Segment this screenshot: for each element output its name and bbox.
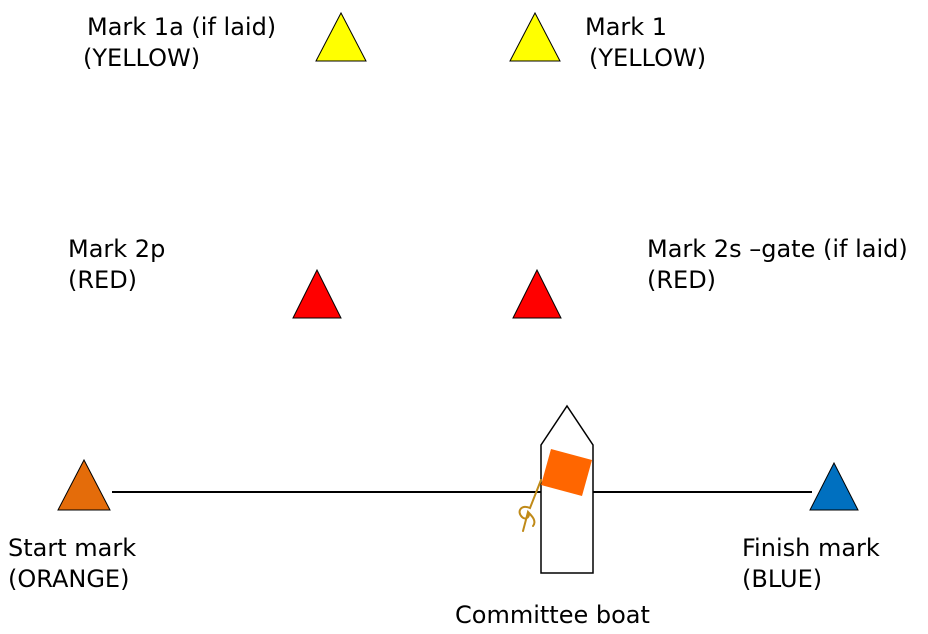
mark-1a-color: (YELLOW) xyxy=(83,44,201,72)
finish-mark-name: Finish mark xyxy=(742,534,880,562)
start-mark-buoy xyxy=(57,458,111,511)
mark-1-name: Mark 1 xyxy=(585,13,668,41)
start-mark-name: Start mark xyxy=(8,534,137,562)
anchor-icon xyxy=(518,479,542,532)
mark-1a-name: Mark 1a (if laid) xyxy=(87,13,277,41)
mark-1-buoy xyxy=(509,11,561,62)
mark-2p-label: Mark 2p (RED) xyxy=(68,234,165,296)
committee-boat-flag xyxy=(541,449,592,496)
finish-mark-color: (BLUE) xyxy=(742,565,823,593)
mark-2p-buoy xyxy=(292,268,342,319)
finish-mark-buoy xyxy=(809,461,859,511)
start-mark-label: Start mark (ORANGE) xyxy=(8,533,136,595)
mark-1-label: Mark 1 (YELLOW) xyxy=(585,12,706,74)
mark-1a-label: Mark 1a (if laid) (YELLOW) xyxy=(83,12,277,74)
mark-2s-color: (RED) xyxy=(647,266,717,294)
mark-2s-buoy xyxy=(512,268,562,319)
start-mark-color: (ORANGE) xyxy=(8,565,130,593)
finish-mark-label: Finish mark (BLUE) xyxy=(742,533,880,595)
mark-2p-color: (RED) xyxy=(68,266,138,294)
mark-2s-name: Mark 2s –gate (if laid) xyxy=(647,235,908,263)
mark-2p-name: Mark 2p xyxy=(68,235,166,263)
mark-1-color: (YELLOW) xyxy=(589,44,707,72)
committee-boat-name: Committee boat xyxy=(455,601,650,629)
committee-boat-label: Committee boat xyxy=(455,600,650,631)
mark-2s-label: Mark 2s –gate (if laid) (RED) xyxy=(647,234,908,296)
mark-1a-buoy xyxy=(315,11,367,62)
